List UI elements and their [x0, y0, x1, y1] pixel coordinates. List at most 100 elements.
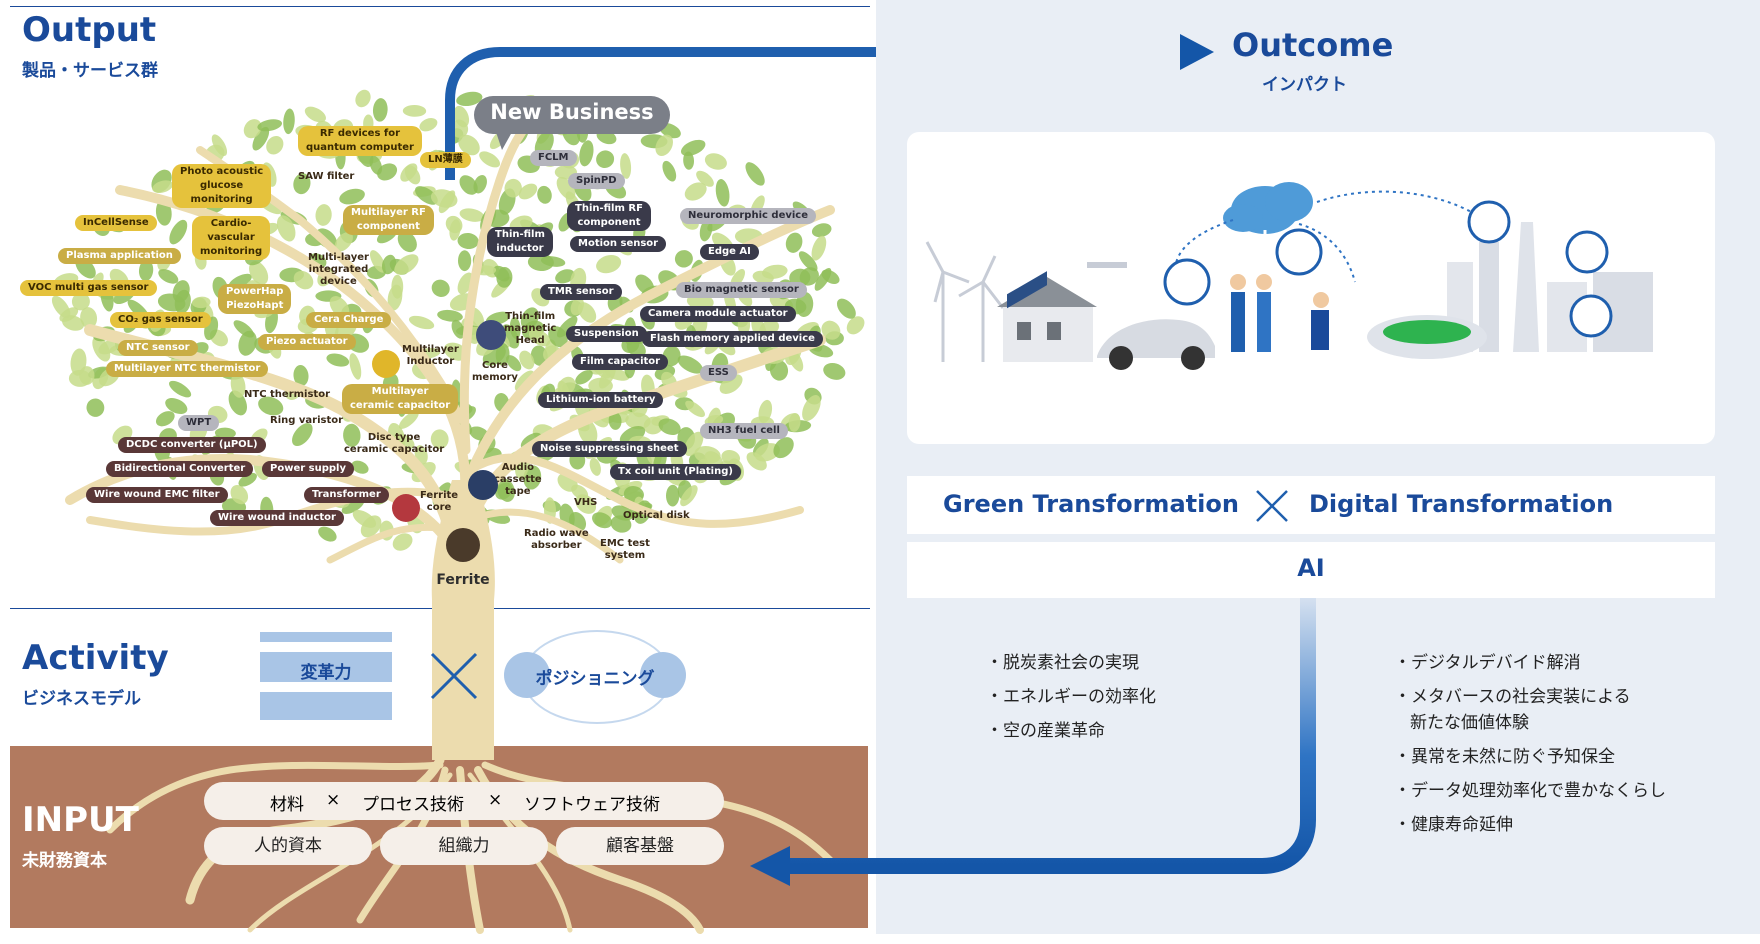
- leaf: [479, 151, 501, 168]
- return-arrow: [750, 590, 1316, 886]
- tree-label-32: ESS: [700, 365, 737, 381]
- input-material: 材料: [270, 795, 304, 815]
- leaf: [430, 189, 458, 208]
- tree-label-2: FCLM: [530, 150, 577, 166]
- tree-label-7: Thin-film RF component: [567, 201, 651, 231]
- leaf: [394, 254, 419, 275]
- leaf: [266, 135, 284, 155]
- leaf: [71, 292, 90, 311]
- leaf: [811, 235, 827, 261]
- leaf: [252, 126, 270, 151]
- tree-label-45: Audio cassette tape: [494, 462, 542, 497]
- new-business-arrow: [445, 47, 876, 180]
- leaf: [674, 250, 693, 268]
- leaf: [230, 373, 246, 398]
- leaf: [680, 485, 698, 507]
- tree-label-27: NTC sensor: [118, 340, 198, 356]
- leaf: [685, 400, 706, 418]
- leaf: [665, 484, 680, 507]
- transformation-box: 変革力: [260, 632, 392, 720]
- tree-label-3: SpinPD: [568, 173, 625, 189]
- tree-label-51: Wire wound inductor: [210, 510, 344, 526]
- leaf: [802, 395, 821, 421]
- leaf: [419, 118, 438, 132]
- leaf: [721, 450, 741, 465]
- leaf: [276, 215, 296, 242]
- leaf: [402, 104, 427, 117]
- leaf: [392, 533, 413, 551]
- input-times-1: ×: [326, 790, 341, 810]
- leaf: [258, 396, 284, 416]
- leaf: [625, 412, 651, 430]
- leaf: [152, 180, 174, 194]
- output-title: Output: [22, 10, 157, 50]
- leaf: [575, 370, 593, 385]
- tree-label-17: PowerHap PiezoHapt: [218, 284, 292, 314]
- leaf: [343, 423, 361, 447]
- leaf: [798, 251, 818, 272]
- leaf: [746, 452, 767, 471]
- leaf: [493, 265, 510, 282]
- leaf: [318, 526, 337, 542]
- leaf: [283, 108, 295, 135]
- leaf: [611, 505, 634, 521]
- leaf: [680, 139, 706, 156]
- leaf: [577, 302, 597, 323]
- leaf: [598, 365, 616, 389]
- leaf: [527, 253, 554, 272]
- leaf: [349, 353, 362, 380]
- leaf: [230, 484, 249, 505]
- leaf: [836, 298, 856, 319]
- dx-bullet-digital-divide: ・デジタルデバイド解消: [1394, 653, 1581, 673]
- leaf: [293, 365, 309, 387]
- tree-label-13: Plasma application: [58, 248, 181, 264]
- leaf: [658, 418, 681, 435]
- leaf: [785, 232, 803, 253]
- tree-label-40: Disc type ceramic capacitor: [344, 432, 445, 455]
- new-business-label: New Business: [490, 100, 654, 124]
- outcome-scene-box: [907, 132, 1715, 444]
- leaf: [459, 175, 478, 195]
- leaf: [821, 320, 841, 340]
- tree-label-50: Optical disk: [623, 510, 690, 521]
- multilayer-inductor-icon: [372, 350, 400, 378]
- leaf: [788, 413, 801, 432]
- leaf: [369, 155, 383, 175]
- input-software-tech: ソフトウェア技術: [524, 795, 660, 815]
- leaf: [62, 315, 85, 331]
- new-business-bubble-tail: [496, 132, 512, 150]
- tree-trunk: [431, 480, 495, 760]
- input-organization: 組織力: [380, 827, 548, 865]
- leaf: [334, 232, 353, 252]
- tree-label-10: Cardio- vascular monitoring: [192, 216, 271, 260]
- leaf: [458, 250, 472, 272]
- tree-label-21: Cera Charge: [306, 312, 392, 328]
- leaf: [214, 427, 236, 439]
- leaf: [537, 185, 552, 204]
- tree-label-28: Multilayer Inductor: [402, 344, 459, 367]
- activity-times-icon: [430, 652, 478, 700]
- leaf: [520, 307, 539, 330]
- leaf: [158, 269, 179, 284]
- tree-label-30: Multilayer NTC thermistor: [106, 361, 269, 377]
- leaf: [519, 350, 535, 370]
- ferrite-label: Ferrite: [436, 572, 490, 588]
- leaf: [459, 208, 485, 222]
- leaf: [745, 162, 765, 186]
- tree-label-34: Multilayer ceramic capacitor: [342, 384, 459, 414]
- tree-label-23: Thin-film magnetic Head: [504, 311, 557, 346]
- tree-label-0: RF devices for quantum computer: [298, 126, 422, 156]
- tree-label-6: Multilayer RF component: [343, 205, 434, 235]
- leaf: [762, 264, 788, 279]
- transformation-stripe-bot: [260, 692, 392, 720]
- leaf: [372, 98, 388, 122]
- tree-label-31: Core memory: [472, 360, 518, 383]
- gx-bullet-sky-industry: ・空の産業革命: [986, 721, 1105, 741]
- leaf: [523, 465, 542, 490]
- input-human-capital: 人的資本: [204, 827, 372, 865]
- leaf: [506, 355, 522, 372]
- leaf: [715, 179, 730, 207]
- leaf: [304, 106, 326, 123]
- leaf: [677, 355, 703, 374]
- tree-label-5: SAW filter: [298, 171, 355, 182]
